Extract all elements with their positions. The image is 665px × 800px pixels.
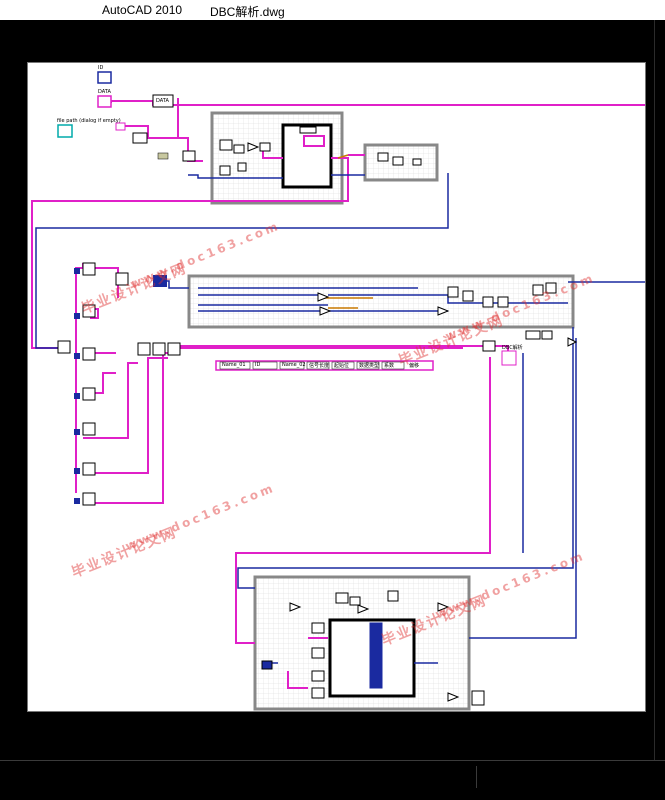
subvi-nodes-left (57, 262, 181, 506)
status-divider (0, 760, 665, 761)
data-box-label: DATA (156, 98, 169, 104)
triangle-nodes (247, 142, 578, 702)
nodes-top-loop (219, 139, 422, 176)
id-label: ID (98, 65, 104, 71)
document-title: DBC解析.dwg (210, 5, 285, 19)
cluster-field-5: 偏移 (409, 363, 420, 369)
cluster-field-1: 信号长度 (309, 363, 330, 369)
app-title: AutoCAD 2010 (102, 3, 183, 17)
status-panel (476, 766, 665, 788)
indicator-terminals-left (74, 268, 167, 504)
block-diagram (31, 71, 645, 711)
for-loop-middle (187, 274, 575, 329)
cluster-id: ID (255, 362, 261, 368)
cluster-field-4: 系数 (384, 363, 395, 369)
cluster-name-02: Name_02 (282, 362, 306, 368)
dbc-label: DBC解析 (502, 345, 523, 351)
cluster-field-2: 起始位 (334, 363, 350, 369)
viewport-divider (654, 20, 655, 760)
cluster-bundle (215, 360, 434, 371)
file-path-label: file path (dialog if empty) (57, 118, 121, 124)
block-diagram-canvas[interactable]: ID DATA file path (dialog if empty) DATA… (27, 62, 646, 712)
cluster-name-01: Name_01 (222, 362, 246, 368)
data-label: DATA (98, 89, 111, 95)
controls-top-left (57, 71, 196, 162)
nodes-middle-loop (447, 282, 557, 366)
blue-wires (35, 173, 645, 664)
cluster-field-3: 数据类型 (359, 363, 380, 369)
while-loop-bottom (253, 575, 471, 711)
nodes-bottom-loop (261, 590, 485, 706)
window-title-bar: AutoCAD 2010 DBC解析.dwg (0, 0, 665, 20)
orange-wires (318, 154, 373, 309)
